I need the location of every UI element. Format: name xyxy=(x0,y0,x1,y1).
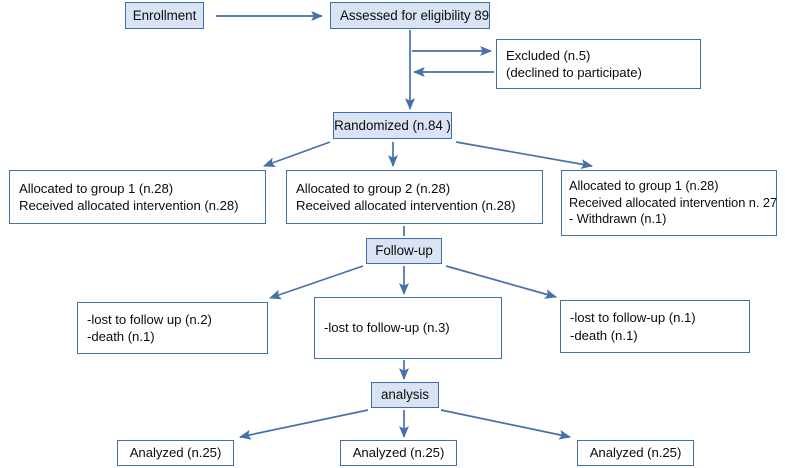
lost-to-follow-up-right-box-line-1: -lost to follow-up (n.1) xyxy=(570,310,696,326)
enrollment-box-line-1: Enrollment xyxy=(132,7,197,23)
lost-to-follow-up-left-box: -lost to follow up (n.2) -death (n.1) xyxy=(77,302,268,354)
analyzed-middle-box-line-1: Analyzed (n.25) xyxy=(352,445,445,461)
analysis-box-line-1: analysis xyxy=(381,387,429,403)
allocation-group-1-withdrawn-box-line-2: Received allocated intervention n. 27 xyxy=(569,194,778,210)
allocation-group-2-box: Allocated to group 2 (n.28) Received allo… xyxy=(286,170,543,224)
edge-analysis-to-analyzed-right xyxy=(440,409,571,440)
analyzed-right-box: Analyzed (n.25) xyxy=(577,440,694,466)
allocation-group-1-box-line-1: Allocated to group 1 (n.28) xyxy=(19,180,174,196)
excluded-box-line-1: Excluded (n.5) xyxy=(506,47,591,63)
analyzed-middle-box: Analyzed (n.25) xyxy=(340,440,457,466)
randomized-box-line-1: Randomized (n.84 ) xyxy=(334,117,451,133)
allocation-group-1-withdrawn-box-line-3: - Withdrawn (n.1) xyxy=(569,211,667,227)
assessed-for-eligibility-box: Assessed for eligibility 89 xyxy=(330,2,490,29)
analyzed-right-box-line-1: Analyzed (n.25) xyxy=(589,445,682,461)
allocation-group-2-box-line-2: Received allocated intervention (n.28) xyxy=(296,198,516,213)
allocation-group-2-box-line-1: Allocated to group 2 (n.28) xyxy=(296,180,451,196)
follow-up-box-line-1: Follow-up xyxy=(375,243,433,259)
randomized-box: Randomized (n.84 ) xyxy=(333,112,452,139)
edge-followup-to-lost-right xyxy=(445,265,557,299)
lost-to-follow-up-right-box-line-2: -death (n.1) xyxy=(570,327,638,343)
excluded-box: Excluded (n.5) (declined to participate) xyxy=(496,39,701,89)
allocation-group-1-box-line-2: Received allocated intervention (n.28) xyxy=(19,198,239,213)
edge-randomized-to-alloc-right xyxy=(455,141,594,170)
lost-to-follow-up-right-box: -lost to follow-up (n.1)-death (n.1) xyxy=(560,300,750,353)
lost-to-follow-up-left-box-line-2: -death (n.1) xyxy=(87,329,155,344)
lost-to-follow-up-left-box-line-1: -lost to follow up (n.2) xyxy=(87,311,212,327)
analyzed-left-box: Analyzed (n.25) xyxy=(117,440,234,466)
allocation-group-1-box: Allocated to group 1 (n.28) Received allo… xyxy=(9,170,266,224)
edge-followup-to-lost-left xyxy=(269,265,364,300)
lost-to-follow-up-middle-box: -lost to follow-up (n.3) xyxy=(314,297,502,359)
analysis-box: analysis xyxy=(371,382,439,408)
assessed-for-eligibility-box-line-1: Assessed for eligibility 89 xyxy=(340,7,489,23)
edge-analysis-to-analyzed-left xyxy=(239,409,369,440)
lost-to-follow-up-middle-box-line-1: -lost to follow-up (n.3) xyxy=(324,320,450,336)
edge-randomized-to-alloc-left xyxy=(263,141,331,167)
enrollment-box: Enrollment xyxy=(125,2,204,29)
follow-up-box: Follow-up xyxy=(366,238,442,264)
analyzed-left-box-line-1: Analyzed (n.25) xyxy=(129,445,222,461)
allocation-group-1-withdrawn-box: Allocated to group 1 (n.28)Received allo… xyxy=(561,170,777,236)
allocation-group-1-withdrawn-box-line-1: Allocated to group 1 (n.28) xyxy=(569,178,719,194)
excluded-box-line-2: (declined to participate) xyxy=(506,65,642,80)
